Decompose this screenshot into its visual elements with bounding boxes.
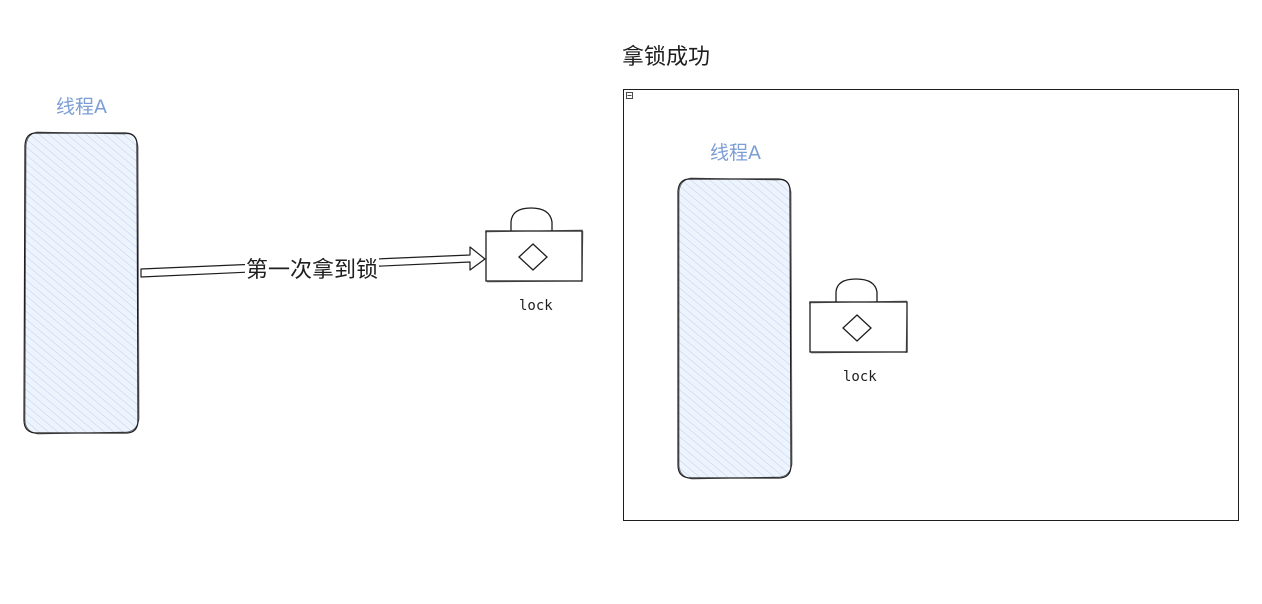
right-lock-caption: lock <box>843 369 877 385</box>
right-thread-label: 线程A <box>710 142 761 164</box>
success-frame[interactable] <box>623 89 1239 521</box>
frame-title[interactable]: 拿锁成功 <box>622 44 711 69</box>
right-lock-icon[interactable] <box>808 278 908 354</box>
left-lock-caption: lock <box>519 298 553 314</box>
frame-collapse-icon[interactable] <box>626 92 633 99</box>
left-thread-block[interactable] <box>23 131 140 435</box>
arrow-label: 第一次拿到锁 <box>245 252 380 284</box>
left-thread-label: 线程A <box>56 96 107 118</box>
right-thread-block[interactable] <box>677 177 793 480</box>
left-lock-icon[interactable] <box>484 207 584 283</box>
